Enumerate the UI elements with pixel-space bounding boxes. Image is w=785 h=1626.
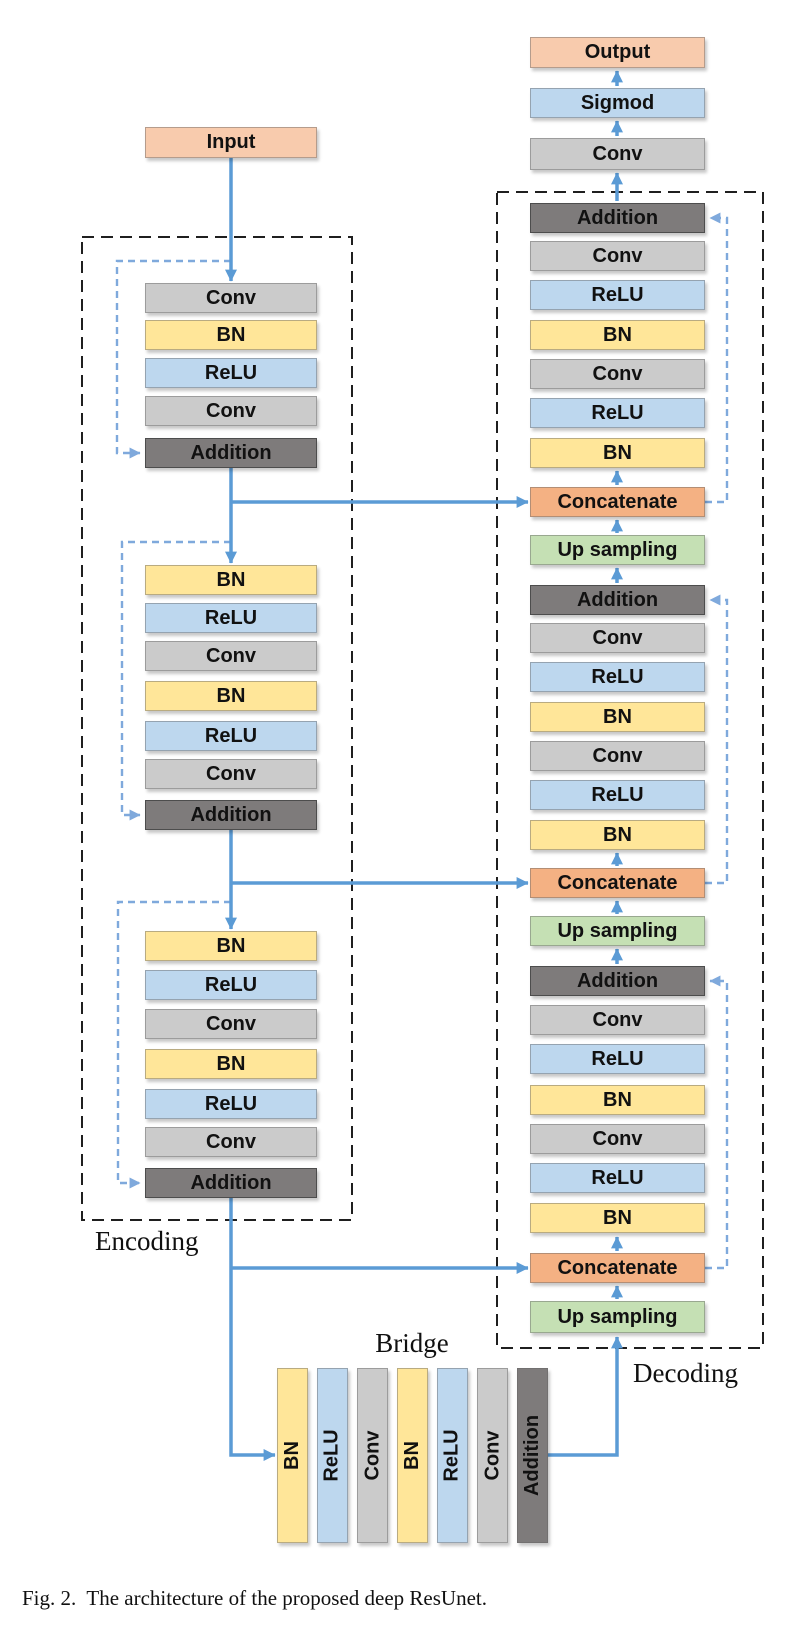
encoding-label: Encoding (95, 1226, 199, 1256)
bridge-relu2: ReLU (437, 1368, 468, 1543)
bridge-addition: Addition (517, 1368, 548, 1543)
dec2-conv1: Conv (530, 623, 705, 653)
dec3-bn1: BN (530, 1085, 705, 1115)
dec3-upsampling: Up sampling (530, 1301, 705, 1333)
dec1-conv1: Conv (530, 241, 705, 271)
enc3-bn1: BN (145, 931, 317, 961)
arrow-enc3-to-bridge (229, 1198, 276, 1461)
enc-block1-skip (115, 259, 231, 459)
enc3-conv1: Conv (145, 1009, 317, 1039)
enc3-relu2: ReLU (145, 1089, 317, 1119)
bridge-conv2-label: Conv (481, 1430, 503, 1481)
enc3-conv2: Conv (145, 1127, 317, 1157)
dec3-conv1: Conv (530, 1005, 705, 1035)
enc-block2-skip (120, 540, 231, 821)
bridge-conv2: Conv (477, 1368, 508, 1543)
enc2-relu2: ReLU (145, 721, 317, 751)
dec1-bn1: BN (530, 320, 705, 350)
enc2-conv1: Conv (145, 641, 317, 671)
dec3-concatenate: Concatenate (530, 1253, 705, 1283)
bridge-bn2: BN (397, 1368, 428, 1543)
dec3-conv2: Conv (530, 1124, 705, 1154)
sigmod-box: Sigmod (530, 88, 705, 118)
dec1-relu1: ReLU (530, 280, 705, 310)
dec1-upsampling: Up sampling (530, 535, 705, 565)
encoding-frame (81, 236, 353, 1221)
dec2-relu2: ReLU (530, 780, 705, 810)
enc-block3-skip (116, 900, 231, 1189)
dec1-bn2: BN (530, 438, 705, 468)
enc2-bn2: BN (145, 681, 317, 711)
enc1-addition: Addition (145, 438, 317, 468)
bridge-label: Bridge (375, 1328, 449, 1358)
dec2-addition: Addition (530, 585, 705, 615)
enc1-conv1: Conv (145, 283, 317, 313)
dec1-relu2: ReLU (530, 398, 705, 428)
enc1-relu: ReLU (145, 358, 317, 388)
enc3-bn2: BN (145, 1049, 317, 1079)
dec3-relu1: ReLU (530, 1044, 705, 1074)
dec2-relu1: ReLU (530, 662, 705, 692)
enc3-addition: Addition (145, 1168, 317, 1198)
dec2-bn2: BN (530, 820, 705, 850)
bridge-conv1-label: Conv (361, 1430, 383, 1481)
figure-caption: Fig. 2. The architecture of the proposed… (22, 1586, 487, 1610)
dec2-bn1: BN (530, 702, 705, 732)
bridge-bn2-label: BN (400, 1441, 423, 1470)
enc2-relu1: ReLU (145, 603, 317, 633)
output-box: Output (530, 37, 705, 68)
bridge-relu2-label: ReLU (441, 1429, 464, 1482)
bridge-conv1: Conv (357, 1368, 388, 1543)
enc1-bn: BN (145, 320, 317, 350)
enc2-conv2: Conv (145, 759, 317, 789)
arrow-bridge-to-upsampling3 (548, 1336, 623, 1457)
bridge-bn1: BN (277, 1368, 308, 1543)
dec3-bn2: BN (530, 1203, 705, 1233)
dec-block3-skip (705, 975, 729, 1270)
dec-block1-skip (705, 212, 729, 504)
dec-block2-skip (705, 594, 729, 885)
enc1-conv2: Conv (145, 396, 317, 426)
dec3-addition: Addition (530, 966, 705, 996)
dec1-conv2: Conv (530, 359, 705, 389)
dec2-upsampling: Up sampling (530, 916, 705, 946)
enc3-relu1: ReLU (145, 970, 317, 1000)
dec1-addition: Addition (530, 203, 705, 233)
bridge-bn1-label: BN (280, 1441, 303, 1470)
dec3-relu2: ReLU (530, 1163, 705, 1193)
dec2-concatenate: Concatenate (530, 868, 705, 898)
decoding-frame (496, 191, 764, 1349)
dec1-concatenate: Concatenate (530, 487, 705, 517)
bridge-addition-label: Addition (521, 1414, 543, 1497)
bridge-relu1: ReLU (317, 1368, 348, 1543)
bridge-relu1-label: ReLU (321, 1429, 344, 1482)
dec2-conv2: Conv (530, 741, 705, 771)
head-conv-box: Conv (530, 138, 705, 170)
enc2-addition: Addition (145, 800, 317, 830)
enc2-bn1: BN (145, 565, 317, 595)
decoding-label: Decoding (633, 1358, 738, 1388)
input-box: Input (145, 127, 317, 158)
